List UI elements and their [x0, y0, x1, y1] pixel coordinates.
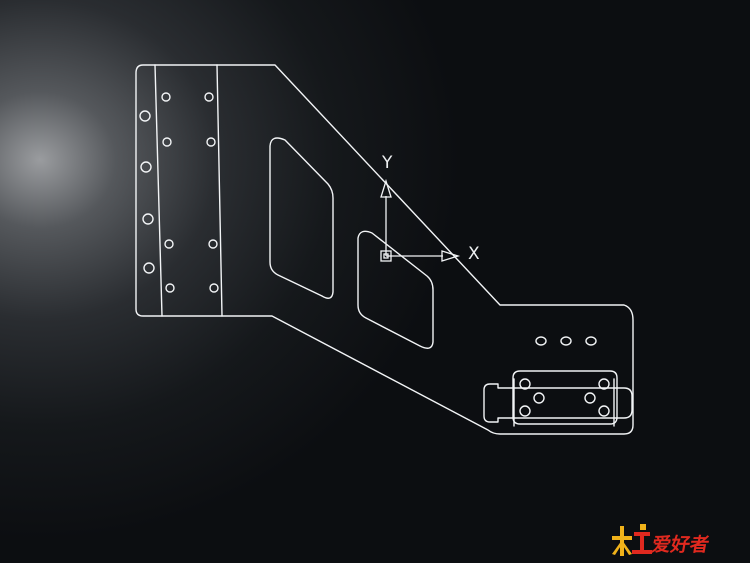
- strip-hole[interactable]: [165, 283, 175, 293]
- slot-hole[interactable]: [535, 336, 547, 346]
- ucs-y-arrow-icon: [380, 178, 392, 198]
- bracket-hole[interactable]: [533, 392, 545, 404]
- ucs-x-arrow-icon: [441, 250, 461, 262]
- ucs-y-label: Y: [382, 153, 393, 173]
- edge-hole[interactable]: [142, 213, 154, 225]
- edge-hole[interactable]: [143, 262, 155, 274]
- watermark-logo: 爱好者: [612, 524, 711, 556]
- strip-hole[interactable]: [208, 239, 218, 249]
- ucs-origin-box-icon: [380, 250, 392, 262]
- bracket-hole[interactable]: [519, 378, 531, 390]
- upper-cutout[interactable]: [269, 137, 334, 299]
- bracket-plate[interactable]: [512, 370, 618, 425]
- lower-cutout[interactable]: [357, 230, 434, 349]
- strip-hole[interactable]: [162, 137, 172, 147]
- ucs-icon[interactable]: [380, 178, 461, 262]
- part-outline[interactable]: [135, 64, 634, 435]
- slot-hole[interactable]: [585, 336, 597, 346]
- ucs-origin-inner-icon: [383, 253, 389, 259]
- strip-hole[interactable]: [164, 239, 174, 249]
- bracket-hole[interactable]: [584, 392, 596, 404]
- edge-hole[interactable]: [139, 110, 151, 122]
- slot-hole[interactable]: [560, 336, 572, 346]
- bracket-hole[interactable]: [598, 378, 610, 390]
- strip-hole[interactable]: [206, 137, 216, 147]
- wood-char-icon: [612, 524, 652, 556]
- ucs-x-label: X: [468, 244, 480, 264]
- bottom-slot[interactable]: [483, 383, 633, 423]
- edge-hole[interactable]: [140, 161, 152, 173]
- bracket-hole[interactable]: [519, 405, 531, 417]
- strip-divider-line: [216, 64, 223, 317]
- strip-hole[interactable]: [209, 283, 219, 293]
- watermark-text-art: 爱好者: [650, 533, 711, 556]
- strip-divider-line: [154, 64, 163, 317]
- svg-text:爱好者: 爱好者: [650, 533, 711, 556]
- strip-hole[interactable]: [161, 92, 171, 102]
- strip-hole[interactable]: [204, 92, 214, 102]
- bracket-hole[interactable]: [598, 405, 610, 417]
